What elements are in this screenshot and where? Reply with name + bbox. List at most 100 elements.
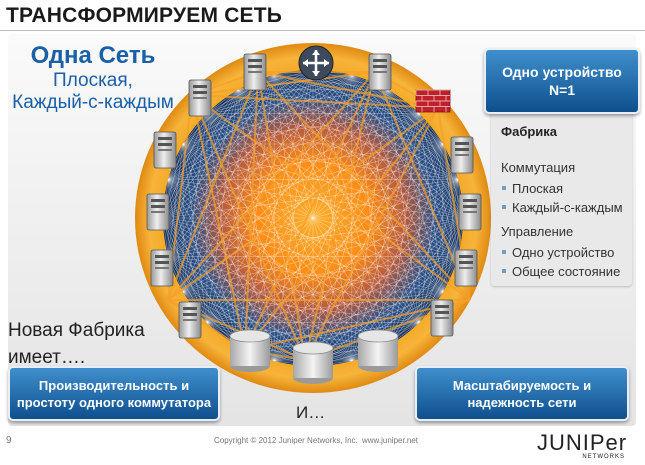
mesh-link — [273, 74, 464, 219]
mesh-link — [162, 69, 314, 219]
mesh-link — [182, 143, 420, 323]
copyright-text: Copyright © 2012 Juniper Networks, Inc. — [214, 436, 358, 445]
server-icon — [178, 301, 202, 339]
mesh-link — [237, 89, 275, 361]
mesh-link — [237, 291, 443, 347]
mesh-link — [387, 89, 464, 219]
scalability-line2: надежность сети — [467, 394, 577, 410]
mesh-link — [182, 143, 239, 347]
mesh-link — [273, 74, 444, 293]
juniper-logo: JUNIPer NETWORKS — [537, 432, 631, 462]
performance-box: Производительность и простоту одного ком… — [8, 366, 220, 421]
mesh-link — [418, 217, 464, 323]
mesh-link — [206, 113, 420, 323]
mesh-link — [167, 143, 184, 257]
mesh-link — [206, 74, 275, 323]
mesh-link — [257, 71, 439, 109]
mesh-link — [312, 69, 444, 293]
server-icon — [150, 249, 174, 287]
mesh-link — [387, 179, 459, 347]
mesh-link — [182, 89, 239, 145]
mesh-link — [442, 217, 464, 293]
mesh-link — [206, 113, 239, 347]
mesh-link — [162, 217, 458, 257]
single-device-line1: Одно устройство — [502, 64, 622, 80]
mesh-link — [167, 89, 389, 257]
mesh-link — [304, 107, 439, 361]
mesh-link — [183, 256, 458, 293]
one-network-line1: Плоская, — [53, 70, 133, 91]
mesh-link — [167, 107, 439, 301]
mesh-link — [273, 69, 314, 361]
mesh-link — [237, 113, 420, 347]
management-list: Одно устройство Общее состояние — [501, 243, 620, 281]
mesh-link — [206, 89, 389, 114]
scalability-line1: Масштабируемость и — [452, 377, 592, 393]
mesh-link — [237, 217, 464, 347]
server-icon — [454, 249, 478, 287]
mesh-link — [191, 94, 439, 109]
mesh-link — [304, 71, 376, 361]
mesh-link — [237, 89, 444, 293]
mesh-link — [206, 113, 464, 219]
mesh-link — [182, 143, 444, 293]
mesh-link — [206, 89, 239, 323]
fabric-heading: Фабрика — [501, 124, 558, 139]
mesh-link — [167, 89, 239, 180]
mesh-link — [312, 69, 444, 145]
router-icon — [298, 45, 334, 81]
server-icon — [146, 193, 170, 231]
mesh-link — [162, 143, 443, 219]
performance-line1: Производительность и — [38, 377, 190, 393]
mesh-link — [167, 179, 420, 323]
mesh-link — [182, 74, 275, 293]
mesh-link — [273, 74, 459, 257]
scalability-box: Масштабируемость и надежность сети — [415, 366, 629, 421]
mesh-link — [167, 74, 353, 257]
mesh-link — [273, 179, 459, 362]
mesh-link — [312, 217, 464, 367]
list-item: Каждый-с-каждым — [501, 198, 623, 217]
mesh-link — [162, 217, 443, 293]
server-icon — [450, 136, 474, 174]
management-heading: Управление — [501, 224, 574, 239]
mesh-link — [244, 71, 259, 351]
mesh-link — [162, 89, 389, 219]
mesh-link — [191, 94, 471, 301]
switching-heading: Коммутация — [501, 160, 576, 175]
one-network-label: Одна Сеть Плоская, Каждый-с-каждым — [8, 42, 178, 114]
mesh-link — [351, 74, 420, 323]
network-nodes — [146, 45, 482, 384]
mesh-link — [418, 113, 459, 257]
mesh-link — [237, 89, 314, 367]
mesh-link — [206, 113, 420, 323]
single-device-line2: N=1 — [548, 82, 576, 98]
single-device-box: Одно устройство N=1 — [484, 48, 640, 114]
mesh-link — [182, 74, 352, 145]
mesh-link — [387, 89, 459, 257]
mesh-link — [244, 71, 376, 351]
mesh-link — [312, 69, 353, 361]
mesh-link — [162, 217, 353, 362]
mesh-link — [183, 291, 420, 323]
mesh-link — [312, 69, 420, 323]
mesh-link — [418, 113, 444, 293]
mesh-link — [167, 256, 389, 347]
mesh-link — [273, 89, 389, 362]
mesh-link — [312, 69, 459, 257]
mesh-link — [274, 74, 459, 180]
mesh-link — [237, 143, 444, 347]
mesh-link — [191, 71, 376, 96]
switching-list: Плоская Каждый-с-каждым — [501, 179, 623, 217]
mesh-link — [162, 89, 239, 219]
mesh-link — [167, 89, 389, 180]
mesh-link — [237, 89, 389, 347]
mesh-link — [418, 179, 459, 323]
mesh-link — [182, 74, 353, 293]
mesh-link — [168, 113, 420, 180]
server-icon — [430, 299, 454, 337]
fabric-info-panel: Фабрика Коммутация Плоская Каждый-с-кажд… — [491, 110, 632, 286]
mesh-link — [244, 107, 439, 351]
server-icon — [153, 131, 177, 169]
